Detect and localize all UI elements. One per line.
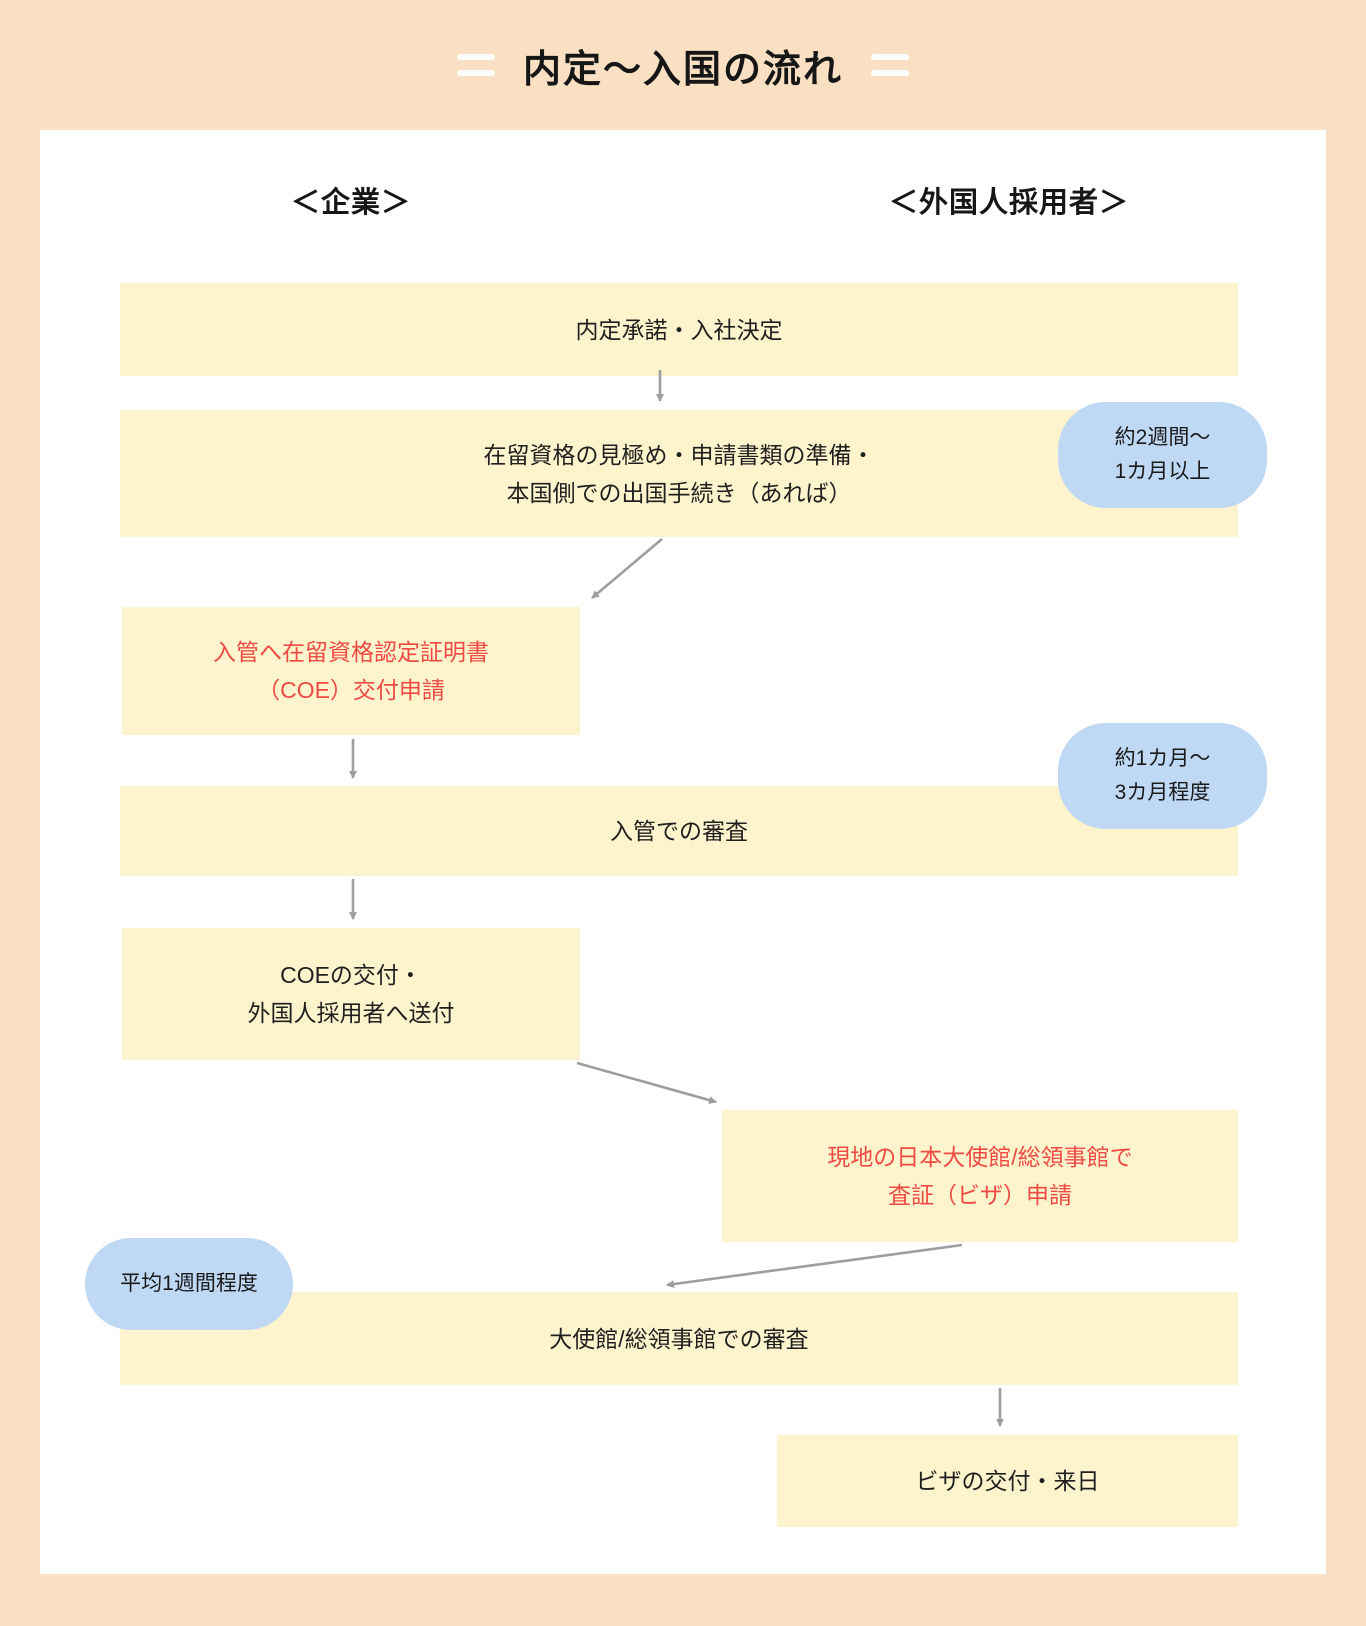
badge-text: 1カ月以上 [1114, 460, 1211, 483]
duration-badge-1-3months: 約1カ月〜 3カ月程度 [1058, 723, 1267, 829]
column-header-foreign-hire: ＜外国人採用者＞ [888, 187, 1129, 219]
step-text: 査証（ビザ）申請 [888, 1182, 1072, 1208]
step-visa-application: 現地の日本大使館/総領事館で 査証（ビザ）申請 [722, 1110, 1238, 1242]
step-text: 入管での審査 [610, 818, 748, 844]
deco-bar [456, 54, 495, 60]
step-text: 外国人採用者へ送付 [247, 1000, 455, 1026]
step-text: 内定承諾・入社決定 [575, 316, 783, 343]
deco-bar [456, 70, 495, 76]
step-visa-issued-arrival: ビザの交付・来日 [777, 1435, 1238, 1527]
step-immigration-screening: 入管での審査 [120, 786, 1238, 876]
badge-text: 約2週間〜 [1114, 426, 1211, 449]
step-text: （COE）交付申請 [257, 677, 445, 703]
title-bar: 内定〜入国の流れ [0, 0, 1366, 130]
badge-text: 3カ月程度 [1114, 781, 1211, 804]
step-prepare-documents: 在留資格の見極め・申請書類の準備・ 本国側での出国手続き（あれば） [120, 410, 1238, 537]
badge-text: 約1カ月〜 [1114, 747, 1211, 770]
step-embassy-screening: 大使館/総領事館での審査 [120, 1292, 1238, 1385]
step-text: 現地の日本大使館/総領事館で [827, 1144, 1133, 1170]
step-text: 大使館/総領事館での審査 [549, 1325, 809, 1352]
column-header-company: ＜企業＞ [290, 187, 411, 219]
duration-badge-avg-1week: 平均1週間程度 [85, 1238, 293, 1330]
step-text: 本国側での出国手続き（あれば） [506, 479, 852, 506]
equals-decoration-right [871, 54, 909, 76]
page-title: 内定〜入国の流れ [522, 48, 843, 91]
equals-decoration-left [456, 54, 495, 76]
duration-badge-2weeks-1month: 約2週間〜 1カ月以上 [1058, 402, 1267, 508]
badge-text: 平均1週間程度 [120, 1272, 258, 1295]
step-coe-application: 入管へ在留資格認定証明書 （COE）交付申請 [122, 607, 580, 735]
deco-bar [871, 70, 909, 76]
step-text: COEの交付・ [280, 962, 422, 988]
step-text: 在留資格の見極め・申請書類の準備・ [483, 441, 875, 468]
step-text: 入管へ在留資格認定証明書 [213, 639, 489, 665]
step-offer-accepted: 内定承諾・入社決定 [120, 283, 1238, 376]
deco-bar [871, 54, 909, 60]
step-text: ビザの交付・来日 [915, 1468, 1100, 1494]
step-coe-issued: COEの交付・ 外国人採用者へ送付 [122, 928, 580, 1060]
